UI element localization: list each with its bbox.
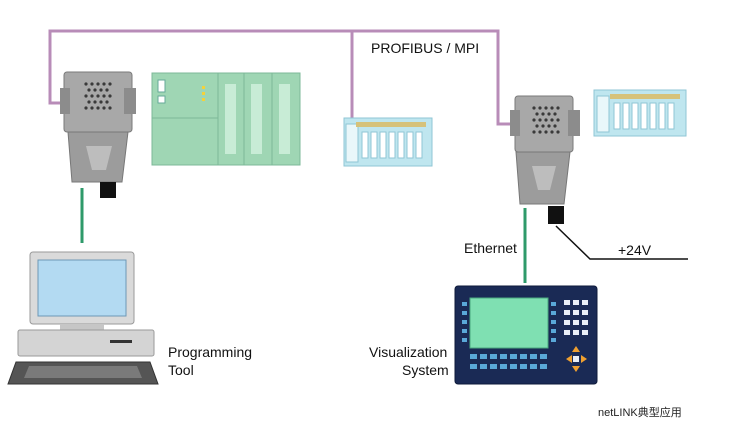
profibus-mpi-label: PROFIBUS / MPI [371,40,480,56]
programming-tool-label-line2: Tool [168,362,194,378]
caption: netLINK典型应用 [598,407,682,419]
hmi-panel-icon [454,285,598,385]
visualization-system-label-line1: Visualization [369,344,448,360]
netlink-connector-right [510,95,580,224]
ethernet-label: Ethernet [464,240,517,256]
computer-icon [7,251,159,385]
power-line [555,225,688,260]
power-24v-label: +24V [618,242,652,258]
netlink-connector-left [60,71,136,198]
ethernet-line [80,188,527,283]
io-module-right [593,89,687,137]
visualization-system-label-line2: System [402,362,449,378]
plc-rack [151,72,301,166]
programming-tool-label-line1: Programming [168,344,253,360]
io-module-center [343,117,433,167]
